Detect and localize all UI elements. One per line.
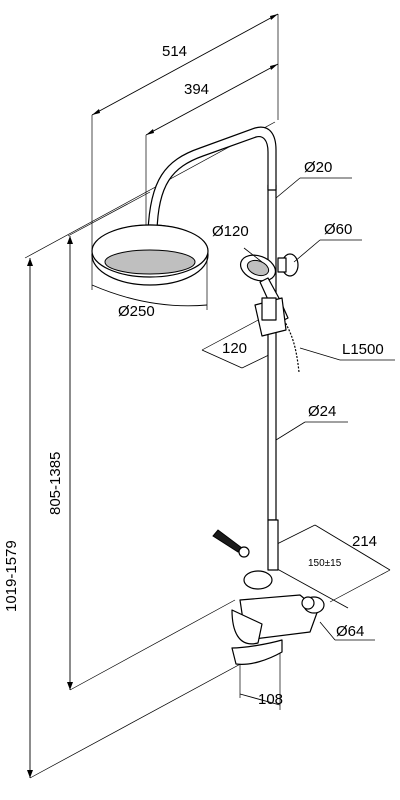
dim-394: 394	[184, 81, 209, 98]
dim-spout-width: 108	[258, 691, 283, 708]
arrowheads	[27, 14, 278, 778]
dim-pipe-upper-dia: Ø20	[304, 159, 332, 176]
dim-eccentric-dia: Ø64	[336, 623, 364, 640]
dim-height-outer: 1019-1579	[3, 540, 20, 612]
dim-hand-shower-dia: Ø120	[212, 223, 249, 240]
hose	[283, 319, 300, 373]
dim-holder-dia: Ø60	[324, 221, 352, 238]
dim-mixer-centers: 150±15	[308, 558, 342, 569]
mixer	[212, 519, 325, 665]
dim-height-inner: 805-1385	[47, 452, 64, 515]
dim-pipe-lower-dia: Ø24	[308, 403, 336, 420]
head-shower	[91, 224, 209, 310]
dim-hose-length: L1500	[342, 341, 384, 358]
labels: 514 394 Ø20 Ø120 Ø60 Ø250 120 L1500 Ø24 …	[3, 43, 384, 708]
dim-slider-offset: 120	[222, 340, 247, 357]
shower-column	[139, 126, 277, 521]
dim-mixer-depth: 214	[352, 533, 377, 550]
slider	[254, 297, 287, 337]
dim-514: 514	[162, 43, 187, 60]
dimension-lines	[24, 13, 391, 779]
leaders	[243, 177, 395, 641]
dim-head-shower-dia: Ø250	[118, 303, 155, 320]
